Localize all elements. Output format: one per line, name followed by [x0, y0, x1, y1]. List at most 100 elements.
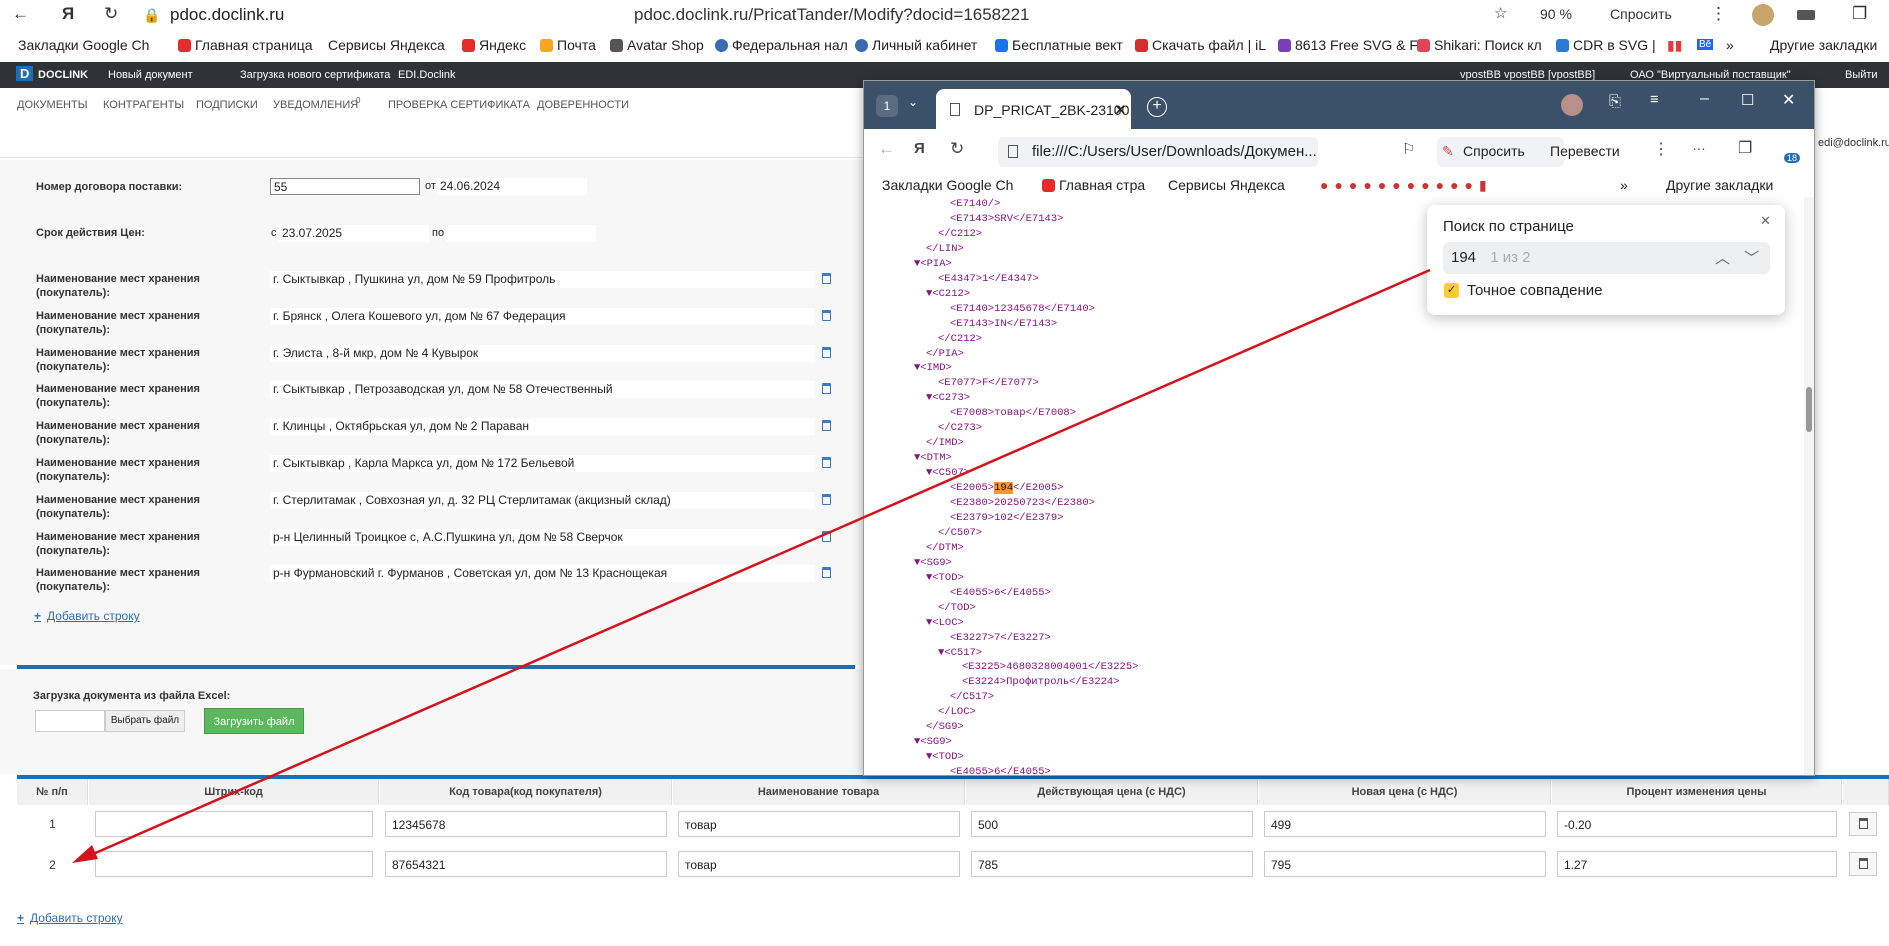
- more-bookmarks-icon[interactable]: »: [1726, 37, 1734, 53]
- yandex-icon[interactable]: Я: [914, 140, 925, 157]
- ask-button[interactable]: Спросить: [1610, 6, 1672, 22]
- yandex-icon[interactable]: Я: [62, 4, 75, 23]
- kebab-menu-icon[interactable]: ⋮: [1653, 141, 1669, 158]
- storage-input[interactable]: г. Сыктывкар , Пушкина ул, дом № 59 Проф…: [270, 271, 815, 288]
- nav-subscriptions[interactable]: ПОДПИСКИ: [196, 99, 258, 111]
- find-input[interactable]: 194 1 из 2 ︿ ﹀: [1443, 242, 1770, 274]
- bookmark-item[interactable]: Закладки Google Ch: [18, 37, 150, 53]
- edi-link[interactable]: EDI.Doclink: [398, 69, 456, 81]
- code-input[interactable]: 12345678: [385, 811, 667, 837]
- site-logo[interactable]: DOCLINK: [38, 69, 89, 81]
- downloads-icon[interactable]: [1797, 10, 1815, 20]
- exact-match-checkbox[interactable]: ✓: [1444, 283, 1459, 298]
- storage-input[interactable]: г. Стерлитамак , Совхозная ул, д. 32 РЦ …: [270, 491, 815, 509]
- nav-notifications[interactable]: УВЕДОМЛЕНИЯ: [273, 99, 359, 111]
- reload-icon[interactable]: ↻: [950, 139, 965, 158]
- bookmarks-icon[interactable]: ⎘: [1609, 93, 1622, 110]
- popup-address-bar[interactable]: file:///C:/Users/User/Downloads/Докумен.…: [998, 137, 1318, 167]
- code-input[interactable]: 87654321: [385, 851, 667, 877]
- doclink-logo-icon[interactable]: D: [16, 66, 34, 81]
- bookmark-item[interactable]: Почта: [557, 37, 596, 53]
- bookmark-item[interactable]: Бесплатные вект: [1012, 37, 1123, 53]
- bookmark-item[interactable]: Avatar Shop: [627, 37, 704, 53]
- name-input[interactable]: товар: [678, 851, 960, 877]
- delete-row-button[interactable]: [1849, 852, 1877, 876]
- bookmark-item[interactable]: Скачать файл | iL: [1152, 37, 1266, 53]
- profile-avatar[interactable]: [1752, 4, 1774, 26]
- minimize-icon[interactable]: –: [1700, 90, 1709, 107]
- collections-icon[interactable]: ❐: [1852, 4, 1868, 23]
- user-menu[interactable]: vpostBB vpostBB [vpostBB]: [1460, 69, 1596, 81]
- bookmark-icon[interactable]: ⚐: [1402, 141, 1416, 158]
- bookmark-item[interactable]: Shikari: Поиск кл: [1434, 37, 1542, 53]
- bookmark-icon[interactable]: ☆: [1494, 5, 1508, 22]
- pct-input[interactable]: 1.27: [1557, 851, 1837, 877]
- storage-input[interactable]: р-н Целинный Троицкое с, А.С.Пушкина ул,…: [270, 528, 815, 546]
- menu-icon[interactable]: ≡: [1650, 91, 1659, 108]
- nav-power-of-attorney[interactable]: ДОВЕРЕННОСТИ: [537, 99, 630, 111]
- scrollbar-thumb[interactable]: [1806, 387, 1812, 432]
- pct-input[interactable]: -0.20: [1557, 811, 1837, 837]
- trash-icon[interactable]: [822, 420, 831, 432]
- behance-icon[interactable]: Bē: [1697, 39, 1714, 50]
- tabs-dropdown-icon[interactable]: ⌄: [908, 95, 919, 109]
- trash-icon[interactable]: [822, 530, 831, 542]
- bookmark-item[interactable]: Федеральная нал: [732, 37, 848, 53]
- nav-contractors[interactable]: КОНТРАГЕНТЫ: [103, 99, 185, 111]
- new-document-link[interactable]: Новый документ: [108, 69, 193, 81]
- bookmark-item[interactable]: Личный кабинет: [872, 37, 978, 53]
- address-bar[interactable]: pdoc.doclink.ru/PricatTander/Modify?doci…: [634, 5, 1030, 24]
- valid-from-input[interactable]: 23.07.2025: [279, 225, 429, 242]
- barcode-input[interactable]: [95, 851, 373, 877]
- new-price-input[interactable]: 499: [1264, 811, 1546, 837]
- add-table-row-link[interactable]: +Добавить строку: [17, 911, 123, 925]
- bookmark-item[interactable]: Главная страница: [195, 37, 313, 53]
- trash-icon[interactable]: [822, 567, 831, 579]
- nav-cert-check[interactable]: ПРОВЕРКА СЕРТИФИКАТА: [388, 99, 530, 111]
- upload-file-button[interactable]: Загрузить файл: [204, 708, 304, 734]
- new-price-input[interactable]: 795: [1264, 851, 1546, 877]
- upload-cert-link[interactable]: Загрузка нового сертификата: [240, 69, 391, 81]
- bookmark-item[interactable]: 8613 Free SVG & F: [1295, 37, 1418, 53]
- storage-input[interactable]: р-н Фурмановский г. Фурманов , Советская…: [270, 565, 815, 583]
- next-match-icon[interactable]: ﹀: [1744, 250, 1760, 267]
- add-storage-row-link[interactable]: +Добавить строку: [34, 609, 140, 623]
- stats-icon[interactable]: ▮▮: [1667, 37, 1683, 53]
- active-tab[interactable]: DP_PRICAT_2BK-23100 ✕: [936, 89, 1131, 129]
- popup-ask-button[interactable]: Спросить: [1437, 137, 1564, 167]
- reload-icon[interactable]: ↻: [104, 4, 119, 23]
- bookmark-item[interactable]: Главная стра: [1059, 177, 1146, 193]
- storage-input[interactable]: г. Элиста , 8-й мкр, дом № 4 Кувырок: [270, 344, 815, 362]
- new-tab-icon[interactable]: +: [1147, 97, 1167, 117]
- trash-icon[interactable]: [822, 273, 831, 284]
- prev-match-icon[interactable]: ︿: [1715, 250, 1731, 267]
- valid-to-input[interactable]: [446, 225, 596, 242]
- price-input[interactable]: 500: [971, 811, 1253, 837]
- other-bookmarks[interactable]: Другие закладки: [1770, 37, 1878, 53]
- barcode-input[interactable]: [95, 811, 373, 837]
- delete-row-button[interactable]: [1849, 812, 1877, 836]
- profile-avatar[interactable]: [1561, 94, 1583, 116]
- host-label[interactable]: pdoc.doclink.ru: [170, 5, 285, 24]
- storage-input[interactable]: г. Сыктывкар , Петрозаводская ул, дом № …: [270, 381, 815, 399]
- more-icon[interactable]: …: [1692, 137, 1706, 153]
- close-tab-icon[interactable]: ✕: [1114, 102, 1127, 119]
- storage-input[interactable]: г. Брянск , Олега Кошевого ул, дом № 67 …: [270, 307, 815, 325]
- file-name-field[interactable]: [35, 710, 105, 732]
- translate-button[interactable]: Перевести: [1550, 143, 1620, 159]
- price-input[interactable]: 785: [971, 851, 1253, 877]
- contract-date-input[interactable]: 24.06.2024: [437, 178, 587, 195]
- scrollbar[interactable]: [1804, 197, 1814, 775]
- trash-icon[interactable]: [822, 383, 831, 395]
- exact-match-label[interactable]: Точное совпадение: [1467, 282, 1603, 299]
- trash-icon[interactable]: [822, 457, 831, 468]
- trash-icon[interactable]: [822, 493, 831, 505]
- trash-icon[interactable]: [822, 346, 831, 358]
- org-menu[interactable]: ОАО "Виртуальный поставщик": [1630, 69, 1791, 81]
- nav-documents[interactable]: ДОКУМЕНТЫ: [17, 99, 88, 111]
- trash-icon[interactable]: [822, 309, 831, 321]
- storage-input[interactable]: г. Клинцы , Октябрьская ул, дом № 2 Пара…: [270, 418, 815, 436]
- bookmark-item[interactable]: Сервисы Яндекса: [1168, 177, 1285, 193]
- collections-icon[interactable]: ❐: [1738, 140, 1753, 157]
- contract-number-input[interactable]: 55: [270, 178, 420, 195]
